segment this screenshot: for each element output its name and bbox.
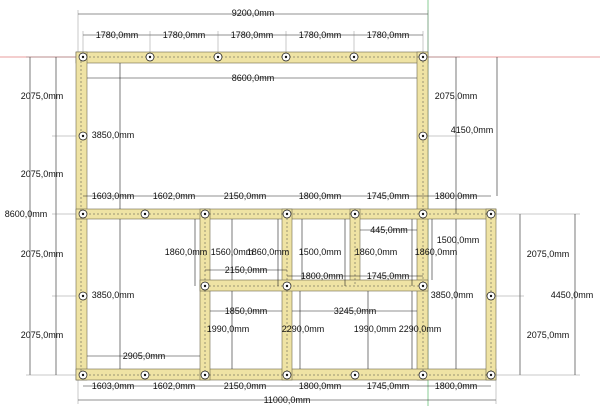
dim-annex: 2075,0mm <box>527 249 570 259</box>
dim-bot: 1602,0mm <box>153 381 196 391</box>
dim-top-span: 1780,0mm <box>163 30 206 40</box>
dim-v-1560: 1560,0mm <box>211 247 254 257</box>
dim-lower-inner-height: 3850,0mm <box>92 290 135 300</box>
dim-small-span: 445,0mm <box>370 225 408 235</box>
dim-bot: 1800,0mm <box>299 381 342 391</box>
beam-h-280 <box>199 279 429 292</box>
node <box>78 209 88 219</box>
dim-left-lower: 2075,0mm <box>21 249 64 259</box>
node <box>213 52 223 62</box>
dim-top-span: 1780,0mm <box>299 30 342 40</box>
dim-v-2290: 2290,0mm <box>282 324 325 334</box>
dim-mid: 2150,0mm <box>224 191 267 201</box>
dim-annex: 2075,0mm <box>527 330 570 340</box>
node <box>282 370 292 380</box>
dim-bottom-inner: 2905,0mm <box>123 351 166 361</box>
dim-bot: 1603,0mm <box>92 381 135 391</box>
node <box>78 131 88 141</box>
dim-right-upper-total: 4150,0mm <box>451 125 494 135</box>
node <box>486 370 496 380</box>
node <box>486 291 496 301</box>
node <box>78 370 88 380</box>
dim-mid: 1602,0mm <box>153 191 196 201</box>
node <box>200 281 210 291</box>
node <box>486 209 496 219</box>
dim-top-span: 1780,0mm <box>367 30 410 40</box>
dim-mid: 1800,0mm <box>299 191 342 201</box>
dim-inner-1800: 1800,0mm <box>301 271 344 281</box>
dim-inner-3245: 3245,0mm <box>334 306 377 316</box>
node <box>282 281 292 291</box>
dim-upper-inner-width: 8600,0mm <box>232 73 275 83</box>
dim-left-total: 8600,0mm <box>5 209 48 219</box>
dim-mid: 1800,0mm <box>435 191 478 201</box>
beam-top <box>75 51 429 64</box>
dim-v-1860: 1860,0mm <box>415 247 458 257</box>
dim-left-lower: 2075,0mm <box>21 330 64 340</box>
dim-v-1500: 1500,0mm <box>437 235 480 245</box>
dim-overall-top: 9200,0mm <box>232 8 275 18</box>
dim-inner-1745: 1745,0mm <box>367 271 410 281</box>
node <box>418 370 428 380</box>
dim-v-2290: 2290,0mm <box>399 324 442 334</box>
node <box>350 370 360 380</box>
dim-right-upper: 2075,0mm <box>435 91 478 101</box>
node <box>145 52 155 62</box>
dim-v-1500: 1500,0mm <box>299 247 342 257</box>
dim-bot: 1745,0mm <box>367 381 410 391</box>
dim-mid: 1603,0mm <box>92 191 135 201</box>
dim-annex-total: 4450,0mm <box>551 290 594 300</box>
dim-inner-2150: 2150,0mm <box>225 265 268 275</box>
node <box>78 52 88 62</box>
node-points <box>78 52 496 380</box>
node <box>418 209 428 219</box>
node <box>140 370 150 380</box>
node <box>282 209 292 219</box>
dim-inner-1850: 1850,0mm <box>225 306 268 316</box>
dim-bot: 1800,0mm <box>435 381 478 391</box>
dim-mid: 1745,0mm <box>367 191 410 201</box>
dim-overall-bottom: 11000,0mm <box>264 395 311 405</box>
dim-bot: 2150,0mm <box>224 381 267 391</box>
dimension-labels: 9200,0mm 1780,0mm 1780,0mm 1780,0mm 1780… <box>5 8 594 405</box>
node <box>349 52 359 62</box>
node <box>140 209 150 219</box>
dim-top-span: 1780,0mm <box>96 30 139 40</box>
node <box>281 52 291 62</box>
node <box>350 209 360 219</box>
dim-lower-right-inner: 3850,0mm <box>431 290 474 300</box>
dim-top-span: 1780,0mm <box>231 30 274 40</box>
dim-v-1990: 1990,0mm <box>354 324 397 334</box>
dim-v-1860: 1860,0mm <box>247 247 290 257</box>
node <box>418 281 428 291</box>
dim-v-1860: 1860,0mm <box>355 247 398 257</box>
node <box>418 52 428 62</box>
node <box>78 291 88 301</box>
node <box>200 370 210 380</box>
dim-upper-inner-height: 3850,0mm <box>92 130 135 140</box>
dim-v-1860: 1860,0mm <box>165 247 208 257</box>
node <box>200 209 210 219</box>
dim-left-upper: 2075,0mm <box>21 169 64 179</box>
dim-v-1990: 1990,0mm <box>207 324 250 334</box>
dim-left-upper: 2075,0mm <box>21 91 64 101</box>
dimension-lines <box>26 10 580 404</box>
node <box>418 131 428 141</box>
